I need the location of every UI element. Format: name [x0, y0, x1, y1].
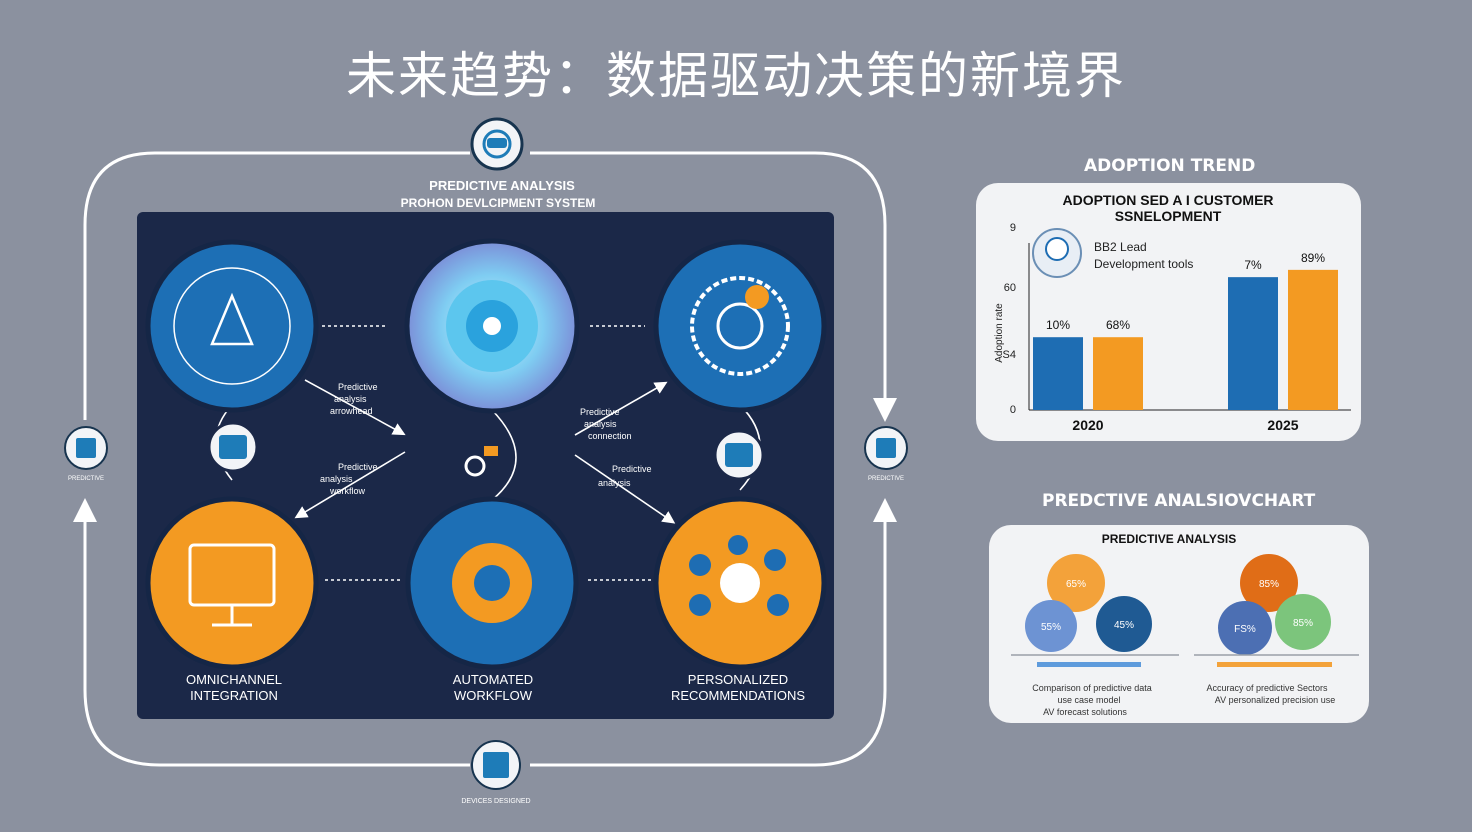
- node-automated-workflow: [405, 496, 579, 670]
- label-omnichannel-1: OMNICHANNEL: [186, 672, 282, 687]
- devices-icon: [471, 740, 521, 790]
- right-caption-2: AV personalized precision use: [1215, 695, 1335, 705]
- bubble-left-1-label: 65%: [1066, 579, 1086, 590]
- bubble-right-1: [1240, 554, 1298, 612]
- node-predictive-model: [145, 239, 319, 413]
- category-label-2020: 2020: [1072, 417, 1103, 433]
- bubble-left-3: [1096, 596, 1152, 652]
- y-tick-label: 60: [1004, 282, 1016, 294]
- system-diagram: PREDICTIVE PREDICTIVE DEVICES DESIGNED P…: [64, 117, 908, 805]
- caption-ll-3: workflow: [329, 486, 366, 496]
- gear-icon-small: [464, 446, 498, 477]
- node-analytics-engine: [653, 239, 827, 413]
- bar-label-2020-0: 10%: [1046, 318, 1070, 332]
- caption-ur-3: connection: [588, 431, 632, 441]
- outer-loop: [83, 151, 470, 420]
- bar-2020-1: [1093, 337, 1143, 410]
- legend-line2: Development tools: [1094, 257, 1193, 271]
- adoption-card-title-1: ADOPTION SED A I CUSTOMER: [1062, 192, 1273, 208]
- right-badge-label: PREDICTIVE: [868, 476, 904, 482]
- caption-ul-2: analysis: [334, 394, 367, 404]
- predictive-chart: PREDICTIVE ANALYSIS 65% 55% 45% 85% FS% …: [1011, 532, 1359, 717]
- bubble-left-2-label: 55%: [1041, 622, 1061, 633]
- bubble-left-3-label: 45%: [1114, 620, 1134, 631]
- left-badge-label: PREDICTIVE: [68, 476, 104, 482]
- database-icon-left: [207, 421, 259, 473]
- bubble-left-2: [1025, 600, 1077, 652]
- node-recommendations: [653, 496, 827, 670]
- predictive-card-title: PREDICTIVE ANALYSIS: [1102, 532, 1236, 546]
- page-title: 未来趋势：数据驱动决策的新境界: [346, 47, 1126, 105]
- node-omnichannel: [145, 496, 319, 670]
- adoption-chart: ADOPTION SED A I CUSTOMER SSNELOPMENT BB…: [994, 192, 1351, 433]
- coin-icon: [745, 285, 769, 309]
- caption-ul-1: Predictive: [338, 382, 378, 392]
- right-caption-1: Accuracy of predictive Sectors: [1206, 683, 1328, 693]
- y-tick-label: 0: [1010, 404, 1016, 416]
- robot-icon: [470, 117, 524, 171]
- location-pin-icon: [483, 317, 501, 335]
- adoption-section-title: ADOPTION TREND: [1084, 156, 1256, 176]
- bubble-right-2: [1218, 601, 1272, 655]
- bar-2025-0: [1228, 277, 1278, 410]
- node-data-hub: [404, 238, 580, 414]
- caption-ll-2: analysis: [320, 474, 353, 484]
- label-workflow-1: AUTOMATED: [453, 672, 533, 687]
- label-omnichannel-2: INTEGRATION: [190, 688, 278, 703]
- bar-2020-0: [1033, 337, 1083, 410]
- caption-ur-2: analysis: [584, 419, 617, 429]
- bar-2025-1: [1288, 269, 1338, 410]
- bubble-right-3: [1275, 594, 1331, 650]
- bubble-left-1: [1047, 554, 1105, 612]
- y-tick-label: 9: [1010, 222, 1016, 234]
- caption-lr-1: Predictive: [612, 464, 652, 474]
- y-tick-label: S4: [1003, 349, 1016, 361]
- bar-label-2020-1: 68%: [1106, 318, 1130, 332]
- server-icon-right: [864, 426, 908, 470]
- category-label-2025: 2025: [1267, 417, 1298, 433]
- predictive-section-title: PREDCTIVE ANALSIOVCHART: [1042, 491, 1316, 511]
- bar-label-2025-1: 89%: [1301, 251, 1325, 265]
- user-icon: [1032, 228, 1082, 278]
- caption-ll-1: Predictive: [338, 462, 378, 472]
- bar-label-2025-0: 7%: [1244, 258, 1262, 272]
- bottom-badge-label: DEVICES DESIGNED: [461, 798, 530, 805]
- y-axis-label: Adoption rate: [994, 303, 1005, 363]
- network-icon: [720, 563, 760, 603]
- left-caption-3: AV forecast solutions: [1043, 707, 1127, 717]
- caption-ur-1: Predictive: [580, 407, 620, 417]
- left-caption-1: Comparison of predictive data: [1032, 683, 1152, 693]
- system-title-line1: PREDICTIVE ANALYSIS: [429, 178, 575, 193]
- label-recommend-2: RECOMMENDATIONS: [671, 688, 805, 703]
- caption-lr-2: analysis: [598, 478, 631, 488]
- server-icon-left: [64, 426, 108, 470]
- bubble-right-1-label: 85%: [1259, 579, 1279, 590]
- pyramid-icon: [210, 292, 254, 346]
- database-icon-right: [713, 429, 765, 481]
- legend-line1: BB2 Lead: [1094, 240, 1147, 254]
- left-caption-2: use case model: [1057, 695, 1120, 705]
- system-title-line2: PROHON DEVLCIPMENT SYSTEM: [401, 196, 596, 210]
- label-recommend-1: PERSONALIZED: [688, 672, 788, 687]
- adoption-card-title-2: SSNELOPMENT: [1115, 208, 1222, 224]
- bubble-right-2-label: FS%: [1234, 624, 1256, 635]
- caption-ul-3: arrowhead: [330, 406, 373, 416]
- bubble-right-3-label: 85%: [1293, 618, 1313, 629]
- label-workflow-2: WORKFLOW: [454, 688, 533, 703]
